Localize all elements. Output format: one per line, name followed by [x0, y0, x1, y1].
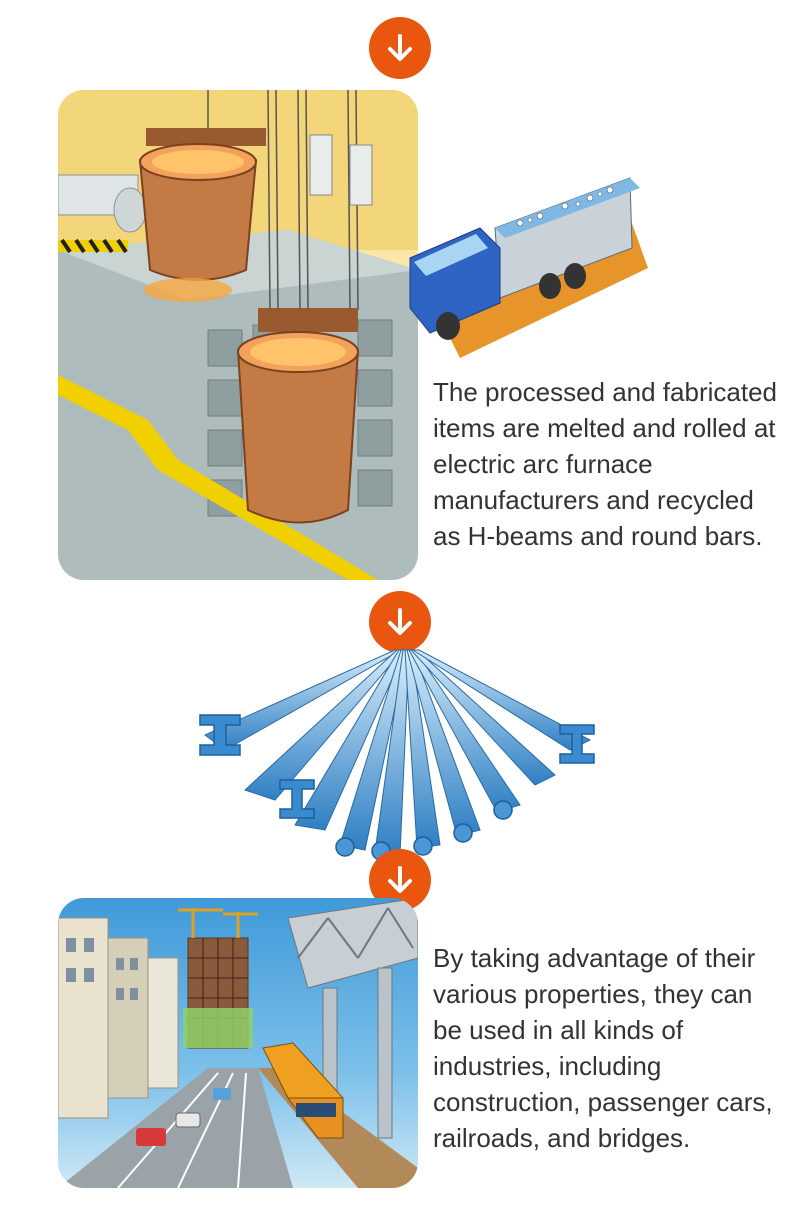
- down-arrow-icon: [369, 591, 431, 653]
- h-beams-and-round-bars-illustration: [185, 640, 610, 861]
- city-construction-railroad-bridge-illustration: [58, 898, 418, 1188]
- steel-mill-ladle-illustration: [58, 90, 418, 580]
- down-arrow-icon: [369, 17, 431, 79]
- step-description-melting: The processed and fabricated items are m…: [433, 377, 777, 551]
- dump-truck-illustration: [400, 158, 648, 358]
- step-description-applications: By taking advantage of their various pro…: [433, 943, 773, 1153]
